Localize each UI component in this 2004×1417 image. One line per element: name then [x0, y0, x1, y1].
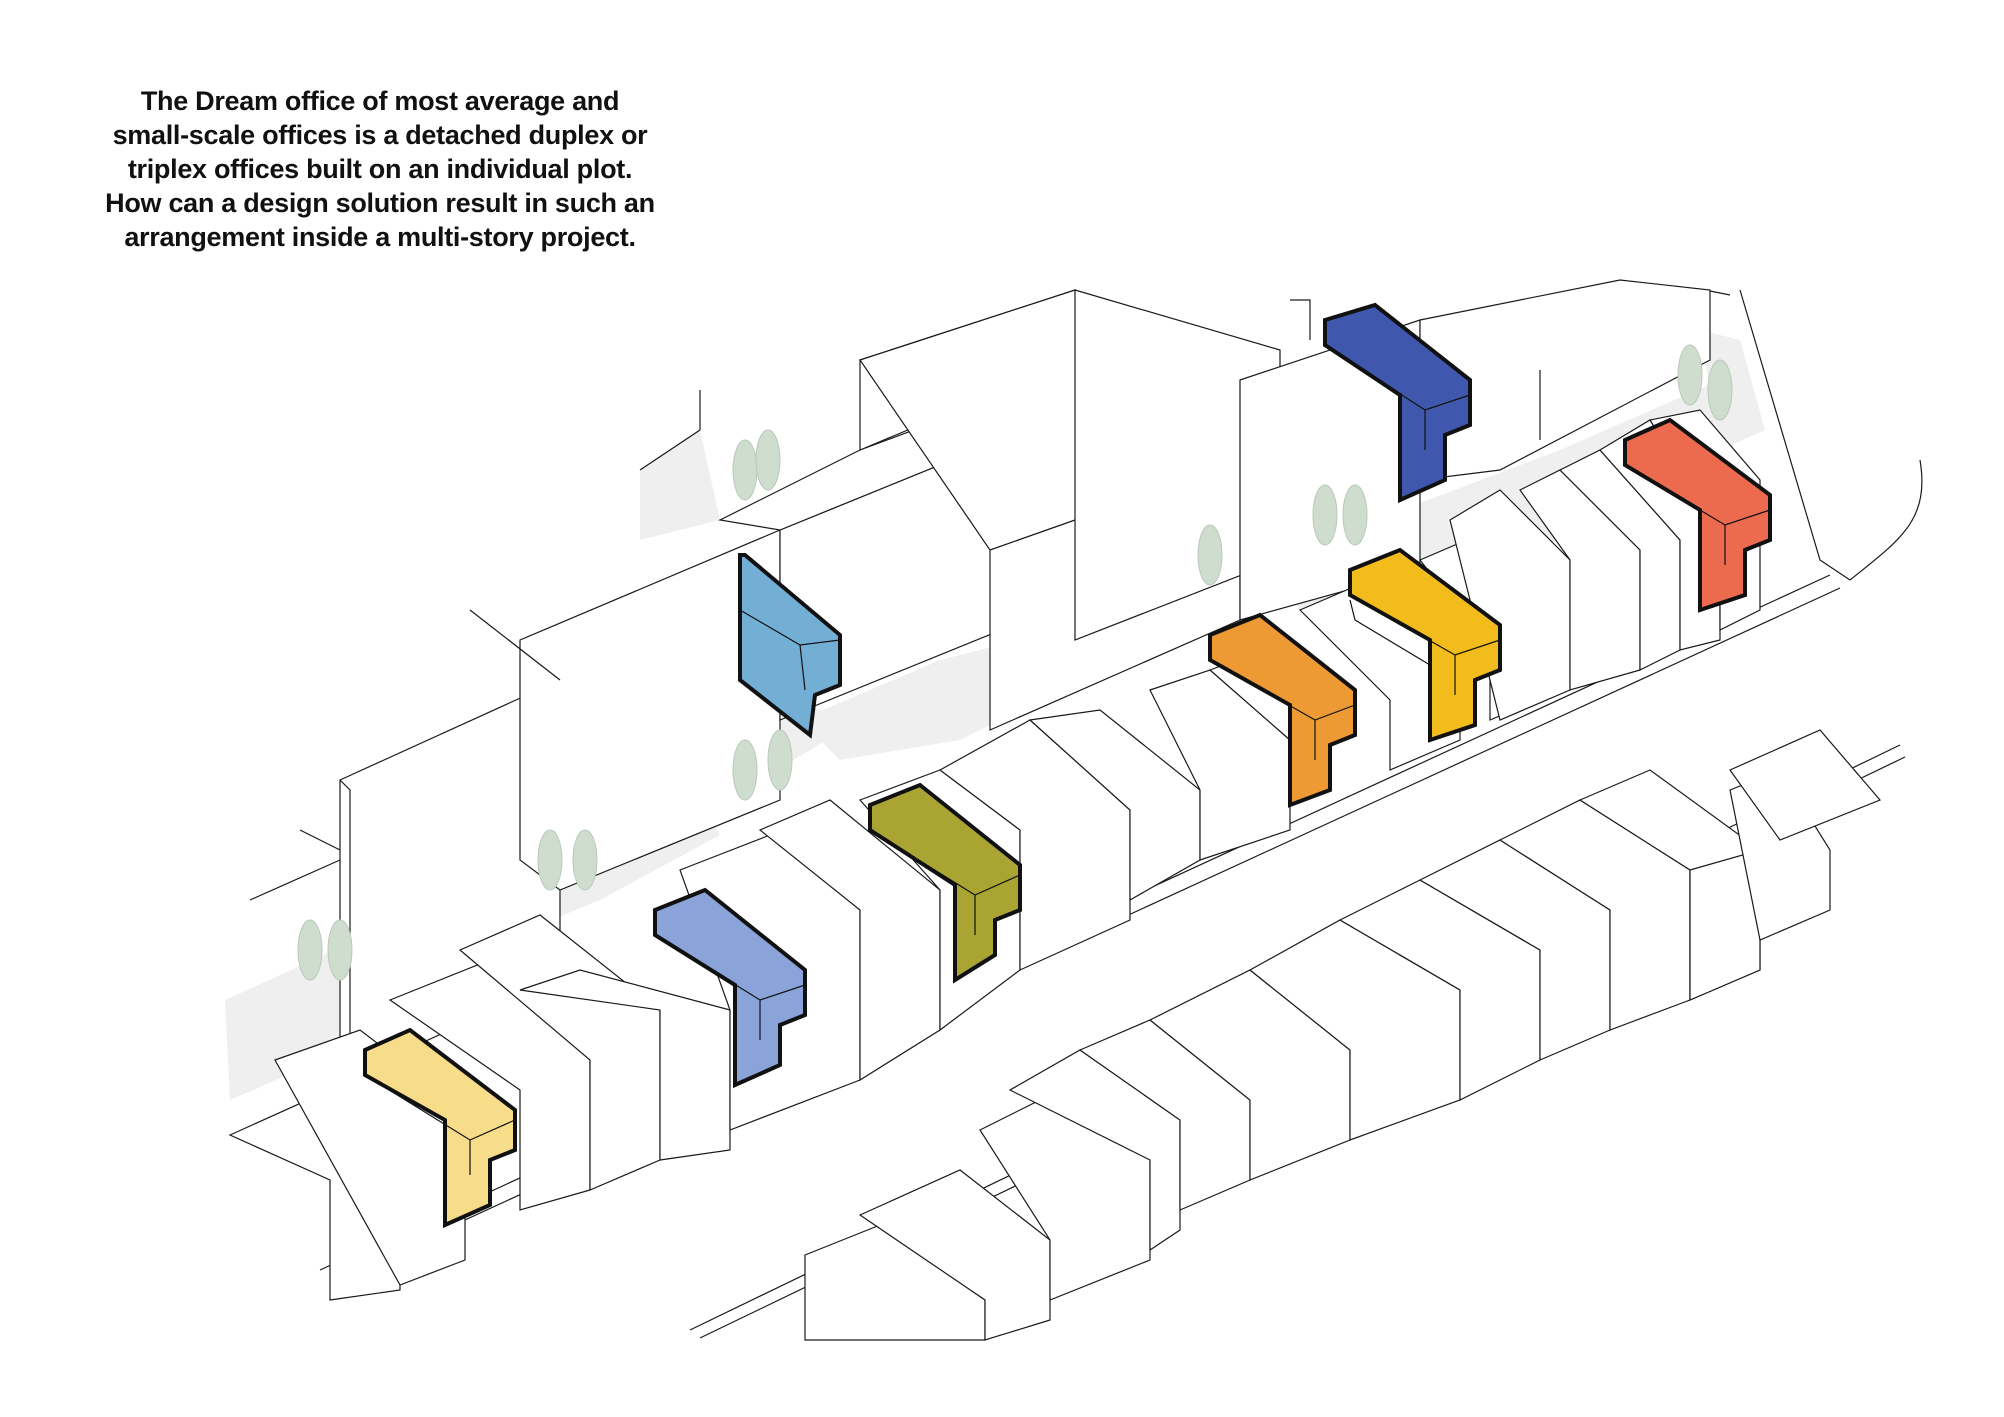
south-block-12: [1690, 850, 1760, 1000]
tree-cluster-5: [1197, 524, 1223, 586]
office-yellow-light: [365, 1030, 515, 1225]
office-orange: [1210, 615, 1355, 805]
tree: [1707, 359, 1733, 421]
office-sky: [740, 555, 840, 735]
tree: [537, 829, 563, 891]
tree-cluster-2: [537, 829, 598, 891]
office-sky-shape: [740, 555, 840, 735]
diagram-caption: The Dream office of most average and sma…: [100, 84, 660, 254]
tree-cluster-7: [1677, 344, 1733, 421]
office-gold-step: [1350, 600, 1430, 665]
trees: [297, 344, 1733, 981]
caption-line-3: triplex offices built on an individual p…: [127, 154, 633, 184]
office-olive-shape: [870, 785, 1020, 980]
low-block-west-5: [520, 970, 730, 1160]
south-block-14: [1730, 730, 1880, 840]
tall-block-8-edge-2: [1290, 300, 1310, 340]
tree-cluster-3: [732, 729, 793, 801]
tree: [732, 439, 758, 501]
tall-block-1-side: [340, 780, 350, 1080]
back-line-2: [300, 830, 340, 850]
office-red: [1625, 420, 1770, 610]
south-block-2: [860, 1170, 1050, 1340]
tree: [1197, 524, 1223, 586]
tree-cluster-6: [1312, 484, 1368, 546]
tree: [572, 829, 598, 891]
back-line-3: [640, 430, 700, 470]
tree: [327, 919, 353, 981]
site-boundary-east: [1740, 290, 1850, 580]
office-gold: [1350, 550, 1500, 740]
tree-cluster-4: [732, 429, 781, 501]
courtyard-north-west: [640, 430, 720, 540]
office-yellow-light-shape: [365, 1030, 515, 1225]
tall-block-2: [520, 530, 780, 890]
tree-cluster-1: [297, 919, 353, 981]
office-navy: [1325, 305, 1470, 500]
tree: [732, 739, 758, 801]
tree: [755, 429, 781, 491]
caption-line-1: The Dream office of most average and: [140, 86, 620, 116]
tree: [1677, 344, 1703, 406]
office-sky-edge: [800, 645, 805, 690]
caption-line-5: arrangement inside a multi-story project…: [124, 222, 636, 252]
tall-block-5-edge: [990, 520, 1075, 550]
tree: [297, 919, 323, 981]
back-line-4: [470, 610, 560, 680]
office-periwinkle: [655, 890, 805, 1085]
back-line-1: [250, 860, 340, 900]
tree: [1312, 484, 1338, 546]
caption-line-4: How can a design solution result in such…: [105, 188, 655, 218]
tree: [1342, 484, 1368, 546]
block-group-south: [805, 730, 1880, 1340]
highlighted-offices: [365, 305, 1770, 1225]
tree: [767, 729, 793, 791]
office-olive: [870, 785, 1020, 980]
caption-line-2: small-scale offices is a detached duplex…: [112, 120, 648, 150]
road-curve-east: [1850, 460, 1922, 580]
